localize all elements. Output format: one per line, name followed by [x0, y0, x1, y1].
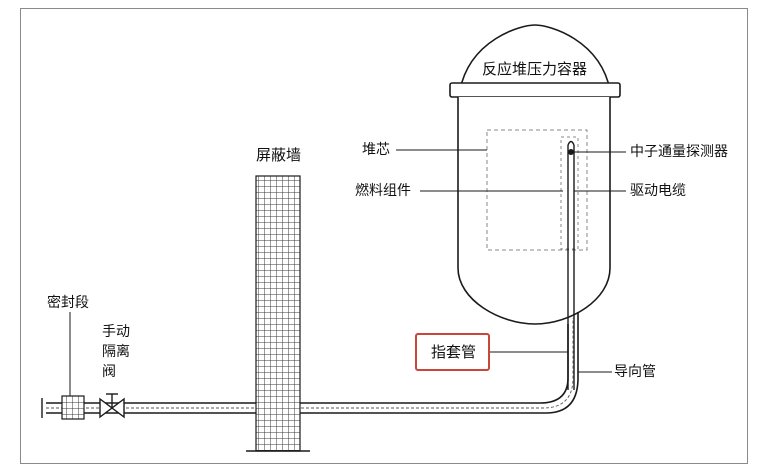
isolation-valve-icon — [99, 393, 125, 419]
thimble-highlight-box — [415, 333, 490, 371]
seal-section-label: 密封段 — [47, 295, 89, 311]
drive-cable-label: 驱动电缆 — [630, 183, 686, 199]
fuel-assembly-region — [560, 136, 579, 250]
guide-tube — [46, 312, 579, 414]
neutron-detector-label: 中子通量探测器 — [630, 144, 728, 160]
shield-wall — [255, 175, 301, 452]
isolation-valve-label: 手动 隔离 阀 — [102, 324, 130, 380]
vessel-label: 反应堆压力容器 — [482, 60, 588, 78]
core-label: 堆芯 — [362, 142, 390, 158]
thimble-label: 指套管 — [431, 343, 477, 361]
fuel-assembly-label: 燃料组件 — [355, 183, 411, 199]
neutron-detector-marker — [568, 149, 574, 155]
guide-tube-label: 导向管 — [614, 364, 656, 380]
shield-wall-label: 屏蔽墙 — [256, 146, 302, 164]
seal-section — [61, 395, 85, 420]
core-region — [486, 129, 588, 251]
leader-lines — [69, 149, 626, 396]
vessel-flange — [449, 82, 621, 98]
diagram-frame — [20, 8, 748, 464]
